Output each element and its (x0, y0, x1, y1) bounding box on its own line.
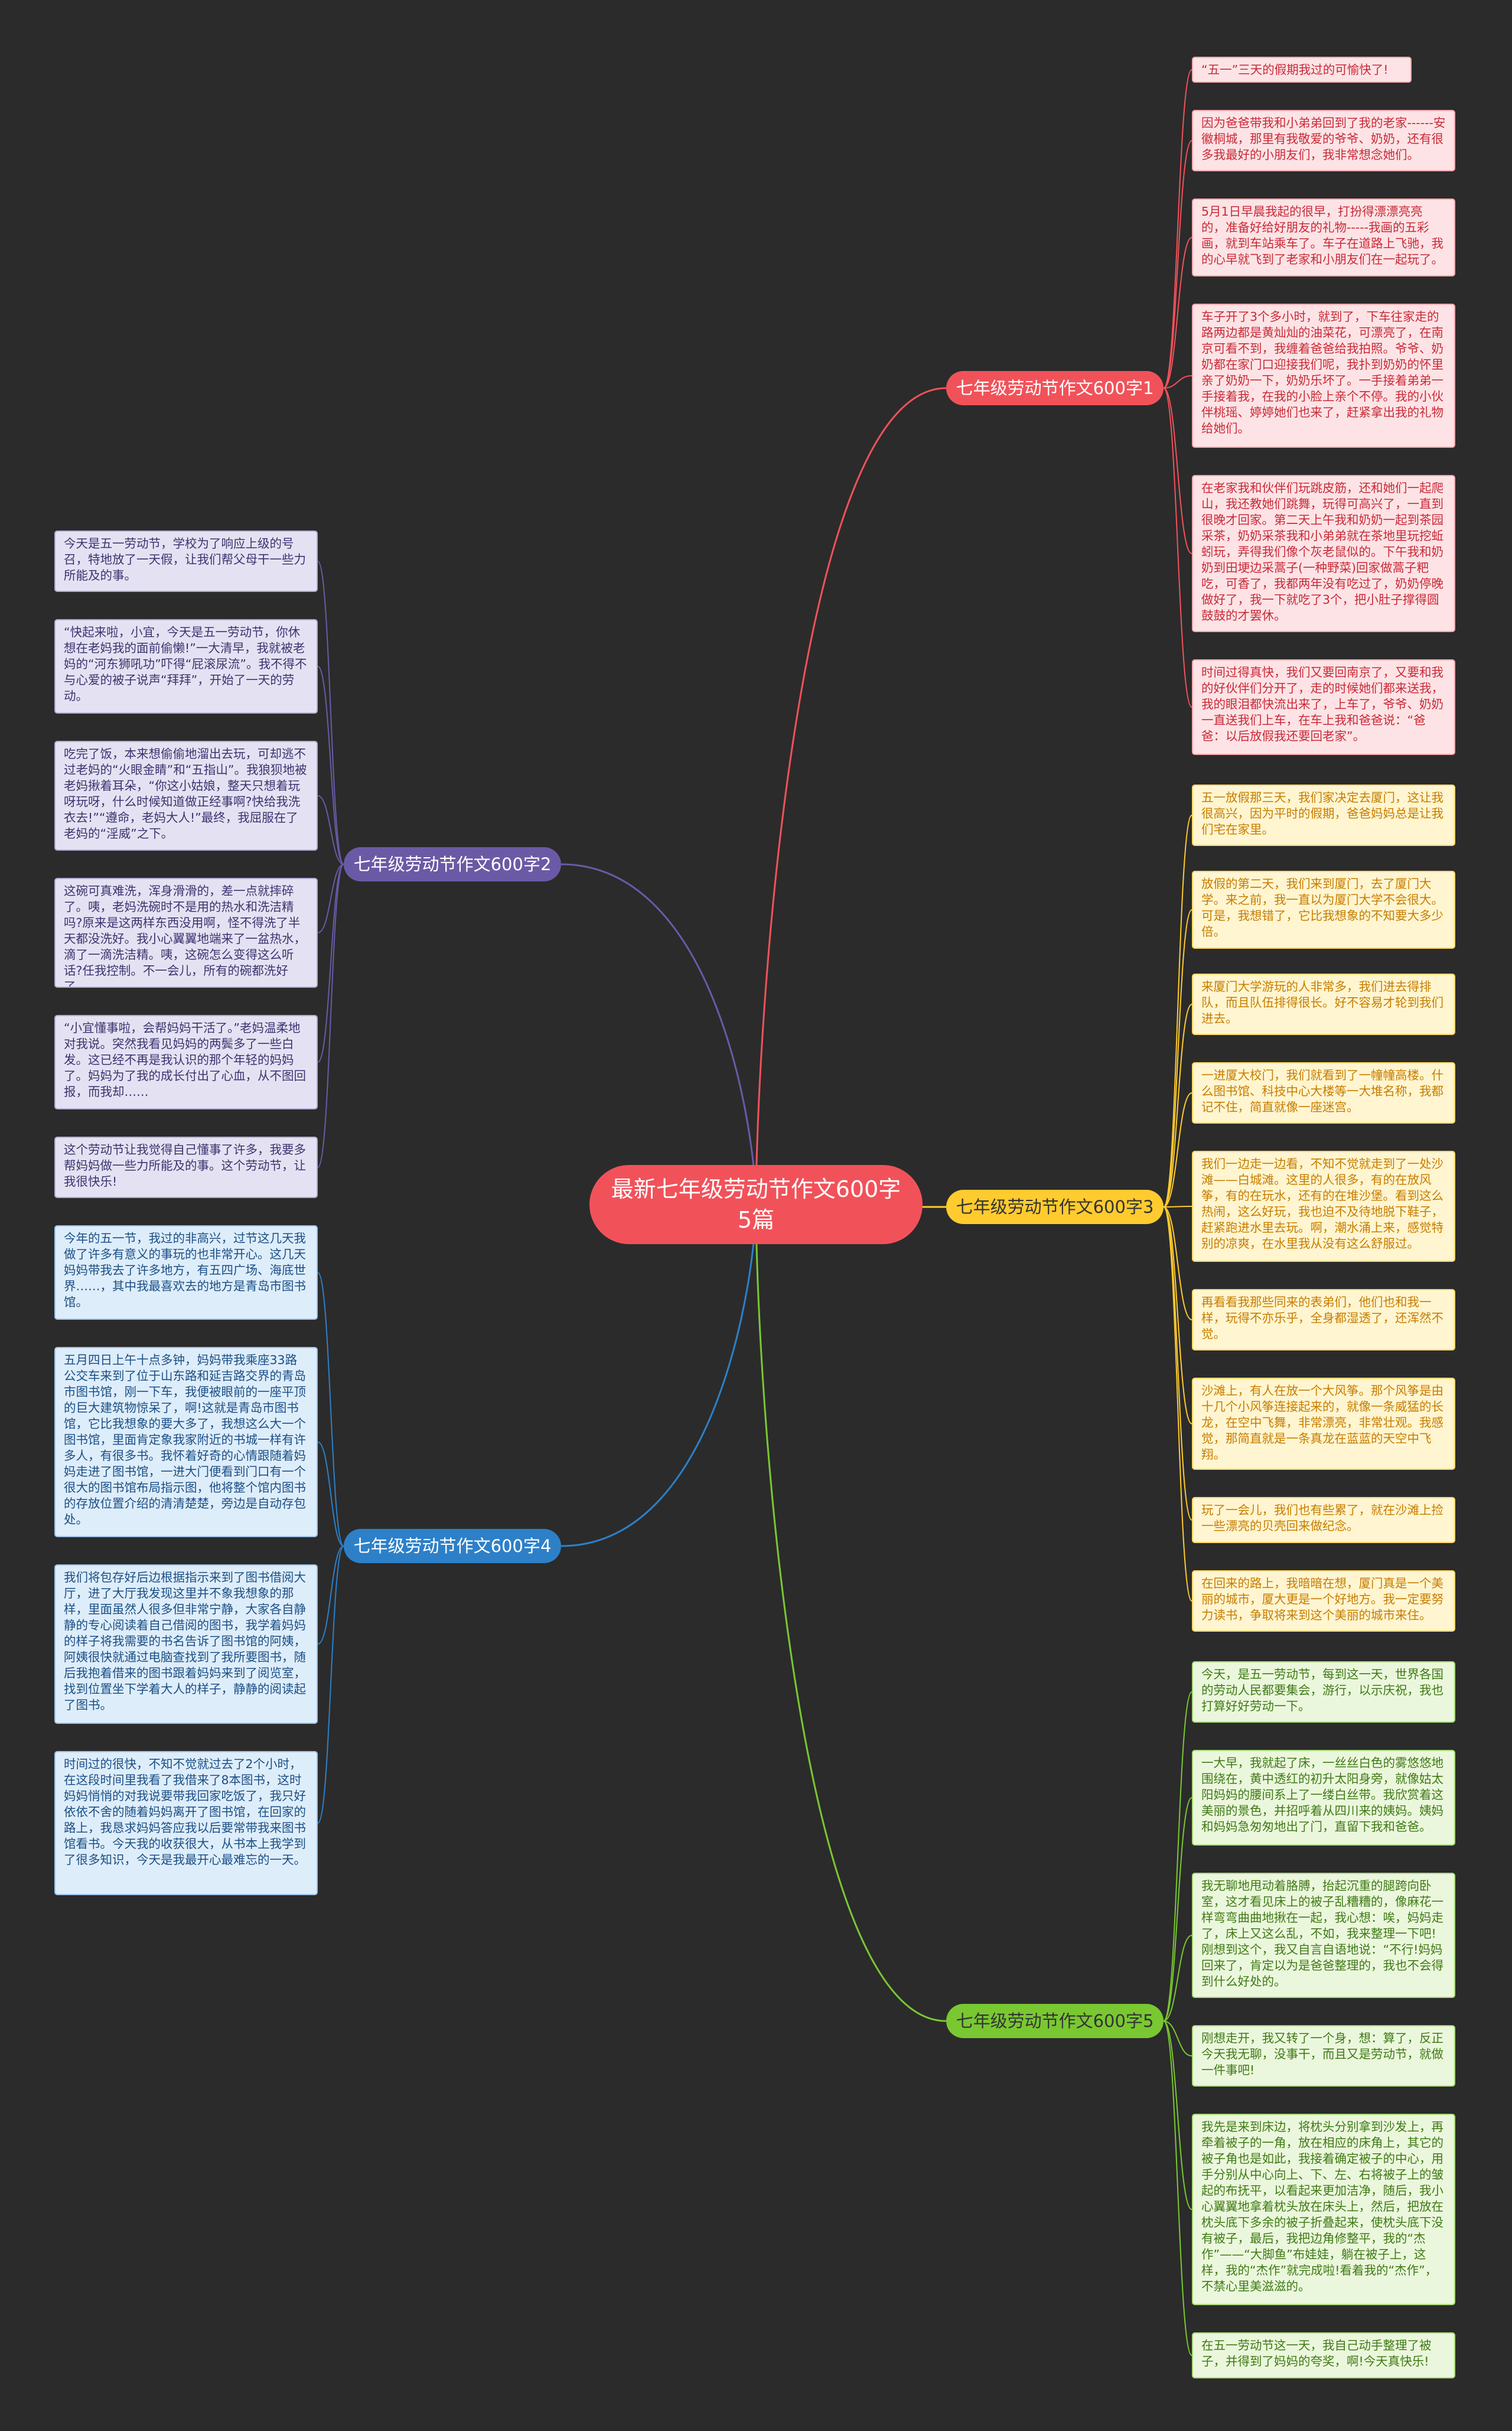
branch-leaf-link (1163, 1092, 1192, 1208)
leaf-note[interactable]: 今年的五一节，我过的非高兴，过节这几天我做了许多有意义的事玩的也非常开心。这几天… (54, 1225, 318, 1320)
branch-leaf-link (1163, 2020, 1192, 2210)
branch-leaf-link (317, 1441, 344, 1547)
branch-leaf-link (1163, 388, 1192, 708)
leaf-note[interactable]: 五月四日上午十点多钟，妈妈带我乘座33路公交车来到了位于山东路和延吉路交界的青岛… (54, 1347, 318, 1537)
branch-leaf-link (1163, 815, 1192, 1208)
root-topic-label: 最新七年级劳动节作文600字5篇 (611, 1176, 901, 1233)
branch-leaf-link (1163, 1206, 1192, 1208)
branch-leaf-link (317, 864, 344, 1168)
branch-leaf-link (1163, 1206, 1192, 1424)
leaf-note[interactable]: 在老家我和伙伴们玩跳皮筋，还和她们一起爬山，我还教她们跳舞，玩得可高兴了，一直到… (1192, 475, 1455, 632)
branch-leaf-link (1163, 1691, 1192, 2022)
branch-topic-label: 七年级劳动节作文600字4 (353, 1536, 552, 1556)
branch-leaf-link (1163, 1797, 1192, 2022)
leaf-note[interactable]: “快起来啦，小宜，今天是五一劳动节，你休想在老妈我的面前偷懒!”一大清早，我就被… (54, 619, 318, 714)
branch-leaf-link (317, 864, 344, 1063)
leaf-note[interactable]: 我无聊地甩动着胳膊，抬起沉重的腿跨向卧室，这才看见床上的被子乱糟糟的，像麻花一样… (1192, 1873, 1455, 1998)
leaf-note[interactable]: 刚想走开，我又转了一个身，想：算了，反正今天我无聊，没事干，而且又是劳动节，就做… (1192, 2025, 1455, 2087)
branch-leaf-link (1163, 69, 1192, 389)
branch-leaf-link (1163, 1206, 1192, 1320)
branch-leaf-link (317, 864, 344, 933)
leaf-note[interactable]: 因为爸爸带我和小弟弟回到了我的老家------安徽桐城，那里有我敬爱的爷爷、奶奶… (1192, 110, 1455, 171)
leaf-note[interactable]: 五一放假那三天，我们家决定去厦门，这让我很高兴，因为平时的假期，爸爸妈妈总是让我… (1192, 785, 1455, 846)
leaf-note[interactable]: 今天，是五一劳动节，每到这一天，世界各国的劳动人民都要集会，游行，以示庆祝，我也… (1192, 1661, 1455, 1723)
branch-leaf-link (317, 795, 344, 865)
leaf-note[interactable]: 在回来的路上，我暗暗在想，厦门真是一个美丽的城市，厦大更是一个好地方。我一定要努… (1192, 1570, 1455, 1632)
leaf-note[interactable]: 时间过得真快，我们又要回南京了，又要和我的好伙伴们分开了，走的时候她们都来送我，… (1192, 659, 1455, 755)
leaf-note[interactable]: “五一”三天的假期我过的可愉快了! (1192, 57, 1412, 83)
branch-topic-label: 七年级劳动节作文600字3 (956, 1197, 1154, 1217)
leaf-note[interactable]: 再看看我那些同来的表弟们，他们也和我一样，玩得不亦乐乎，全身都湿透了，还浑然不觉… (1192, 1289, 1455, 1350)
branch-leaf-link (1163, 375, 1192, 389)
branch-leaf-link (1163, 1206, 1192, 1602)
leaf-note[interactable]: 今天是五一劳动节，学校为了响应上级的号召，特地放了一天假，让我们帮父母干一些力所… (54, 531, 318, 592)
branch-topic-2[interactable]: 七年级劳动节作文600字2 (344, 847, 561, 881)
root-branch-link (561, 1204, 757, 1547)
branch-topic-3[interactable]: 七年级劳动节作文600字3 (946, 1190, 1164, 1224)
leaf-note[interactable]: 这碗可真难洗，浑身滑滑的，差一点就摔碎了。咦，老妈洗碗时不是用的热水和洗洁精吗?… (54, 878, 318, 988)
branch-leaf-link (317, 1545, 344, 1824)
root-branch-link (755, 1204, 947, 2022)
branch-leaf-link (317, 561, 344, 865)
branch-topic-5[interactable]: 七年级劳动节作文600字5 (946, 2004, 1164, 2038)
branch-leaf-link (1163, 1935, 1192, 2022)
leaf-note[interactable]: 沙滩上，有人在放一个大风筝。那个风筝是由十几个小风筝连接起来的，就像一条威猛的长… (1192, 1378, 1455, 1470)
branch-topic-label: 七年级劳动节作文600字1 (956, 378, 1154, 398)
branch-leaf-link (317, 1545, 344, 1645)
branch-leaf-link (1163, 140, 1192, 389)
branch-leaf-link (1163, 2020, 1192, 2356)
leaf-note[interactable]: “小宜懂事啦，会帮妈妈干活了。”老妈温柔地对我说。突然我看见妈妈的两鬓多了一些白… (54, 1015, 318, 1109)
leaf-note[interactable]: 时间过的很快，不知不觉就过去了2个小时，在这段时间里我看了我借来了8本图书，这时… (54, 1751, 318, 1895)
branch-topic-label: 七年级劳动节作文600字2 (353, 854, 552, 874)
root-branch-link (561, 863, 757, 1205)
branch-leaf-link (1163, 1004, 1192, 1208)
branch-leaf-link (1163, 909, 1192, 1208)
branch-leaf-link (1163, 1206, 1192, 1521)
leaf-note[interactable]: 在五一劳动节这一天，我自己动手整理了被子，并得到了妈妈的夸奖，啊!今天真快乐! (1192, 2332, 1455, 2378)
branch-topic-label: 七年级劳动节作文600字5 (956, 2011, 1154, 2031)
leaf-note[interactable]: 这个劳动节让我觉得自己懂事了许多，我要多帮妈妈做一些力所能及的事。这个劳动节，让… (54, 1137, 318, 1198)
root-branch-link (755, 387, 947, 1205)
leaf-note[interactable]: 一大早，我就起了床，一丝丝白色的雾悠悠地围绕在，黄中透红的初升太阳身旁，就像姑太… (1192, 1750, 1455, 1846)
root-topic[interactable]: 最新七年级劳动节作文600字5篇 (589, 1165, 923, 1244)
leaf-note[interactable]: 我们将包存好后边根据指示来到了图书借阅大厅，进了大厅我发现这里并不象我想象的那样… (54, 1564, 318, 1724)
branch-leaf-link (317, 1272, 344, 1547)
leaf-note[interactable]: 我先是来到床边，将枕头分别拿到沙发上，再牵着被子的一角，放在相应的床角上，其它的… (1192, 2114, 1455, 2305)
leaf-note[interactable]: 我们一边走一边看，不知不觉就走到了一处沙滩——白城滩。这里的人很多，有的在放风筝… (1192, 1151, 1455, 1262)
branch-leaf-link (317, 666, 344, 865)
leaf-note[interactable]: 5月1日早晨我起的很早，打扮得漂漂亮亮的，准备好给好朋友的礼物-----我画的五… (1192, 198, 1455, 276)
leaf-note[interactable]: 来厦门大学游玩的人非常多，我们进去得排队，而且队伍排得很长。好不容易才轮到我们进… (1192, 974, 1455, 1035)
leaf-note[interactable]: 车子开了3个多小时，就到了，下车往家走的路两边都是黄灿灿的油菜花，可漂亮了，在南… (1192, 304, 1455, 448)
leaf-note[interactable]: 吃完了饭，本来想偷偷地溜出去玩，可却逃不过老妈的“火眼金睛”和“五指山”。我狼狈… (54, 741, 318, 851)
branch-leaf-link (1163, 2020, 1192, 2056)
branch-leaf-link (1163, 388, 1192, 554)
branch-topic-4[interactable]: 七年级劳动节作文600字4 (344, 1529, 561, 1563)
leaf-note[interactable]: 一进厦大校门，我们就看到了一幢幢高楼。什么图书馆、科技中心大楼等一大堆名称，我都… (1192, 1062, 1455, 1124)
leaf-note[interactable]: 放假的第二天，我们来到厦门，去了厦门大学。来之前，我一直以为厦门大学不会很大。可… (1192, 871, 1455, 949)
branch-leaf-link (1163, 237, 1192, 389)
leaf-note[interactable]: 玩了一会儿，我们也有些累了，就在沙滩上捡一些漂亮的贝壳回来做纪念。 (1192, 1497, 1455, 1543)
branch-topic-1[interactable]: 七年级劳动节作文600字1 (946, 371, 1164, 405)
